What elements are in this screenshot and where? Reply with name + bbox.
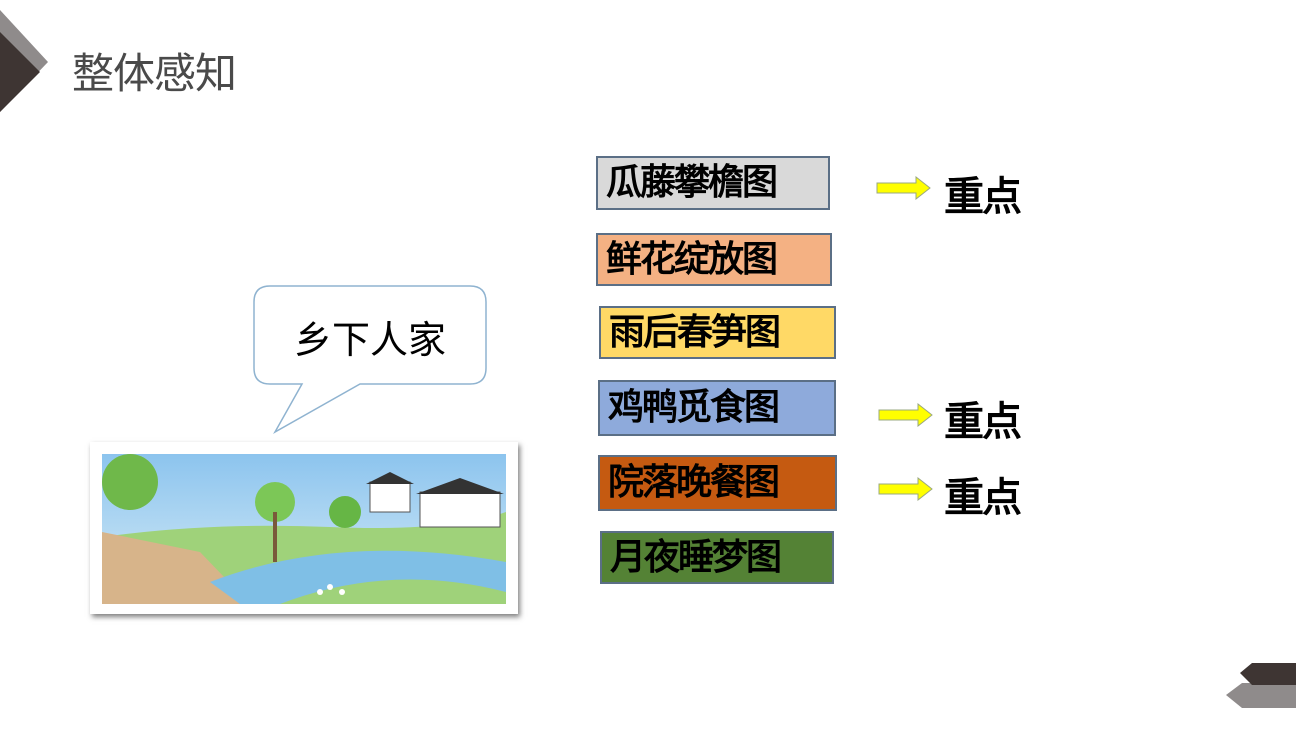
key-label: 重点 [944, 475, 1022, 521]
item-card-flowers: 鲜花绽放图 [596, 233, 832, 286]
item-card-vine: 瓜藤攀檐图 [596, 156, 830, 210]
item-card-bamboo: 雨后春笋图 [599, 306, 836, 359]
speech-bubble [253, 285, 487, 434]
item-card-dinner: 院落晚餐图 [598, 455, 837, 511]
item-label: 院落晚餐图 [608, 462, 780, 503]
arrow-right-icon [876, 176, 931, 200]
item-label: 雨后春笋图 [609, 311, 781, 353]
arrow-right-icon [878, 477, 933, 501]
arrow-right-icon [878, 403, 933, 427]
bubble-text: 乡下人家 [293, 317, 446, 362]
slide-title: 整体感知 [72, 49, 237, 98]
item-label: 鸡鸭觅食图 [608, 387, 780, 428]
village-illustration [90, 442, 518, 614]
item-card-moonlight: 月夜睡梦图 [600, 531, 834, 584]
corner-arrow-decoration [1226, 663, 1296, 708]
item-label: 瓜藤攀檐图 [606, 162, 778, 203]
item-label: 鲜花绽放图 [606, 238, 778, 280]
key-label: 重点 [944, 399, 1022, 445]
key-label: 重点 [944, 174, 1022, 220]
item-label: 月夜睡梦图 [610, 536, 782, 578]
item-card-chickens: 鸡鸭觅食图 [598, 380, 836, 436]
corner-triangle-decoration [0, 10, 48, 112]
